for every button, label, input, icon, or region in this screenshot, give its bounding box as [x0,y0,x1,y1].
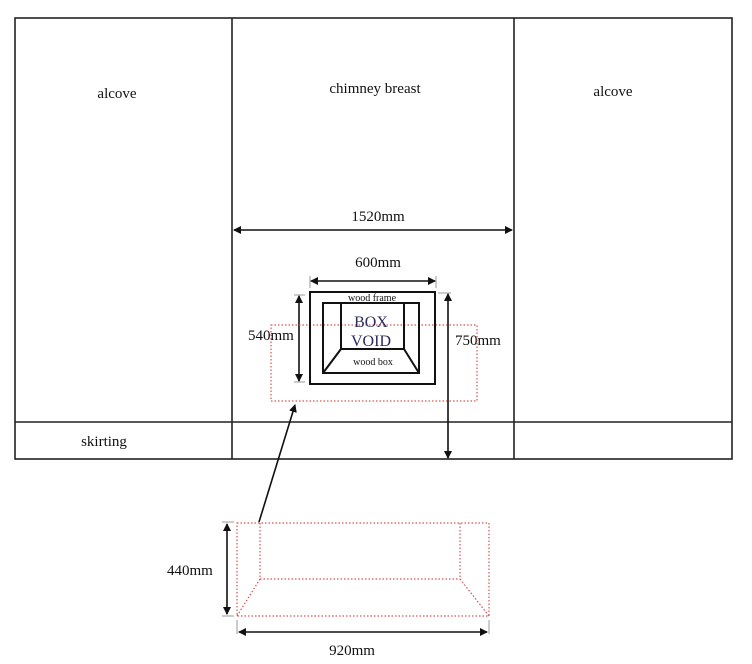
fireplace-assembly: wood frame BOX VOID wood box [309,291,436,385]
opening-height-label: 750mm [455,333,501,349]
chimney-breast-label: chimney breast [329,81,421,97]
wall-outline [14,17,733,460]
frame-height-dimension: 540mm [248,294,305,383]
right-alcove-label: alcove [593,84,632,100]
box-detail-outline [236,522,490,617]
wall-elevation [14,17,733,460]
box-height-dimension: 440mm [167,521,234,617]
box-void-back-panel [340,302,405,350]
chimney-width-dimension: 1520mm [233,209,513,234]
box-void-label-line1: BOX [354,314,388,331]
box-left-depth-edge [322,348,342,374]
wood-frame-label: wood frame [348,293,397,304]
box-detail [236,522,490,617]
chimney-width-label: 1520mm [351,209,405,225]
frame-width-label: 600mm [355,255,401,271]
skirting-label: skirting [81,434,127,450]
box-width-dimension: 920mm [236,620,490,659]
left-alcove-label: alcove [97,86,136,102]
opening-height-dimension: 750mm [438,292,501,459]
wood-frame [309,291,436,385]
frame-width-dimension: 600mm [309,255,437,288]
box-right-depth-edge [403,348,420,374]
pointer-arrow-icon [258,404,297,523]
box-height-label: 440mm [167,563,213,579]
wood-box-label: wood box [353,357,393,368]
box-void-label-line2: VOID [351,333,391,350]
box-footprint-outline [270,324,478,402]
box-width-label: 920mm [329,643,375,659]
